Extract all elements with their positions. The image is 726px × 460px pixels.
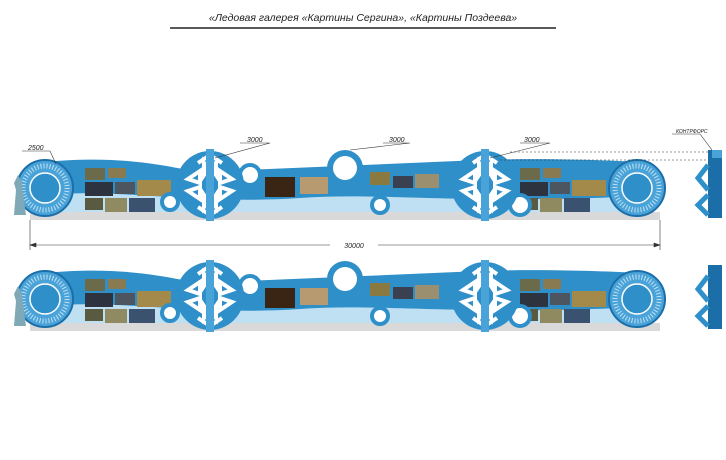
elevation-front	[14, 149, 665, 221]
dim-snowflake-right: 3000	[524, 137, 540, 144]
buttress-front	[694, 150, 722, 218]
dim-buttress: КОНТРФОРС	[676, 129, 708, 135]
elevation-back	[14, 260, 665, 332]
dim-snowflake-left: 3000	[247, 137, 263, 144]
dimension-annotations	[22, 133, 713, 250]
dim-medallion: 3000	[389, 137, 405, 144]
buttress-back	[694, 265, 722, 329]
drawing-title: «Ледовая галерея «Картины Сергина», «Кар…	[209, 12, 517, 24]
dim-wheel-height: 2500	[27, 145, 44, 152]
dim-total-length: 30000	[344, 243, 364, 250]
